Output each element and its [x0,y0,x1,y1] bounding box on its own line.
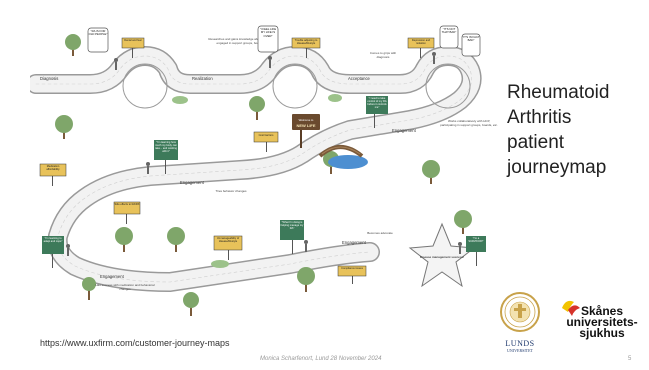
stage-engagement-bottom: Engagement [100,274,125,279]
yellow-sign-1: Denial and fear [121,37,145,58]
bush [172,96,188,104]
desc-realization: Researches and gains knowledge about RA,… [208,38,278,45]
tree [297,267,315,292]
person-icon [304,240,308,252]
green-sign-3: "What I'm doing is helping manage my RA" [280,220,304,254]
speech-bubbles: "RA IS FOR OLD PEOPLE" "I FEEL LIKE MY L… [87,25,481,57]
bridge-scene [318,145,368,169]
walking-figures [66,52,462,256]
welcome-sign: Welcome to NEW LIFE [292,114,320,148]
stage-labels: Diagnosis Realization Acceptance Engagem… [40,76,417,279]
green-sign-2: "I'm learning how much my body can take.… [154,140,178,174]
desc-engagement-mid: Tries behavior changes [215,190,247,193]
desc-acceptance: Comes to grips with diagnosis [369,52,397,59]
stage-acceptance: Acceptance [348,76,371,81]
tree [65,34,81,56]
person-icon [66,244,70,256]
tree [249,96,265,120]
stage-engagement-lower: Engagement [342,240,367,245]
stage-descriptions: Researches and gains knowledge about RA,… [95,38,498,291]
page-number: 5 [628,356,632,362]
source-url[interactable]: https://www.uxfirm.com/customer-journey-… [40,338,230,348]
stage-engagement-mid: Engagement [180,180,205,185]
person-icon [432,52,436,64]
disease-management-star: Disease management success! [408,222,476,288]
bush [328,94,342,102]
stage-realization: Realization [192,76,213,81]
person-icon [458,242,462,254]
yellow-sign-4: Medication affordability [39,163,67,186]
desc-engagement-right: Works collaboratively with HCP, particip… [440,120,498,127]
trees [55,34,472,316]
skane-hospital-name: Skånes universitets- sjukhus [566,304,638,340]
lund-university-sub: UNIVERSITET [507,348,533,353]
tree [82,277,96,300]
yellow-sign-8: Compliance issues [337,265,367,284]
yellow-sign-2: Trouble adjusting to disease/lifestyle [291,37,321,58]
stage-diagnosis: Diagnosis [40,76,58,81]
speech-bubble-2: "I FEEL LIKE MY LIFE IS OVER" [257,25,279,53]
lund-university-seal-icon [500,292,540,332]
speech-bubble-1: "RA IS FOR OLD PEOPLE" [87,27,109,53]
stage-engagement-right: Engagement [392,128,417,133]
desc-engagement-bottom: Has success with medication and behavior… [95,284,155,291]
yellow-sign-5: Cost barriers [253,131,279,152]
speech-bubble-4: "IT'S IN FACT BAD" [461,33,481,57]
person-icon [146,162,150,174]
welcome-sign-line2: NEW LIFE [296,123,315,128]
person-icon [114,58,118,70]
green-sign-1: "I need to take control of my RA before … [366,96,388,128]
green-sign-5: "I'm a SURVIVOR!" [466,236,486,266]
journey-map: Welcome to NEW LIFE Disease management s… [30,25,498,316]
footer-text: Monica Scharfenort, Lund 28 November 202… [260,356,382,362]
skane-logo-icon [562,300,580,316]
road-loops [122,63,471,109]
yellow-sign-3: Depression and isolation [407,37,435,58]
tree [115,227,133,252]
person-icon [268,56,272,68]
tree [167,227,185,252]
bush [211,260,229,268]
tree [55,115,73,139]
yellow-signs: Denial and fear Trouble adjusting to dis… [39,37,435,284]
lund-university-name: LUNDS [505,339,535,348]
speech-bubble-3: "IT'S NOT THAT BAD" [439,25,459,49]
green-sign-4: "I'm learning to adapt and cope" [42,236,64,268]
tree [422,160,440,184]
yellow-sign-7: Unmanageability of disease/lifestyle [213,235,243,260]
road [30,46,482,292]
welcome-sign-line1: Welcome to [299,118,314,122]
tree [454,210,472,234]
desc-engagement-lower: Becomes advocate [367,232,393,235]
tree [183,292,199,316]
green-signs: "I need to take control of my RA before … [42,96,486,268]
yellow-sign-6: Side effects to RA/RX [113,201,141,224]
disease-management-text: Disease management success! [420,255,464,259]
slide-title: Rheumatoid Arthritis patient journeymap [507,82,610,178]
